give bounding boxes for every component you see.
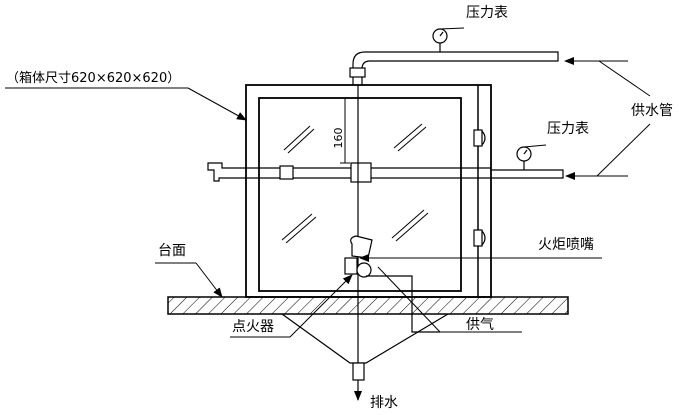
drain-pipe xyxy=(352,362,365,381)
water-supply-pipe-label: 供水管 xyxy=(631,103,673,119)
box-size-label: （箱体尺寸620×620×620） xyxy=(6,71,181,86)
torch-nozzle xyxy=(350,235,373,259)
leader-lines xyxy=(5,27,651,338)
gas-supply-line xyxy=(366,275,440,333)
drain-funnel xyxy=(281,313,449,364)
torch-nozzle-label: 火炬喷嘴 xyxy=(538,237,594,253)
pressure-gauge-side-label: 压力表 xyxy=(547,121,589,137)
glass-marks xyxy=(281,123,429,244)
top-pipe-coupling xyxy=(349,67,366,78)
hinges xyxy=(473,129,486,247)
left-valve-handle xyxy=(207,162,246,182)
dimension-160-text: 160 xyxy=(332,128,345,149)
center-fitting xyxy=(350,162,372,183)
box-outer xyxy=(245,84,492,298)
top-supply-pipe xyxy=(352,51,559,85)
torch-body xyxy=(344,257,358,275)
igniter-wheel xyxy=(356,262,372,278)
igniter-label: 点火器 xyxy=(232,319,274,335)
box-inner-window xyxy=(258,97,462,292)
table-top-label: 台面 xyxy=(158,243,186,259)
gas-supply-label: 供气 xyxy=(466,317,494,333)
left-fitting xyxy=(279,165,294,180)
pressure-gauge-top-label: 压力表 xyxy=(466,5,508,21)
table-top xyxy=(167,296,569,315)
drain-label: 排水 xyxy=(370,395,398,411)
side-supply-pipe xyxy=(491,169,564,179)
